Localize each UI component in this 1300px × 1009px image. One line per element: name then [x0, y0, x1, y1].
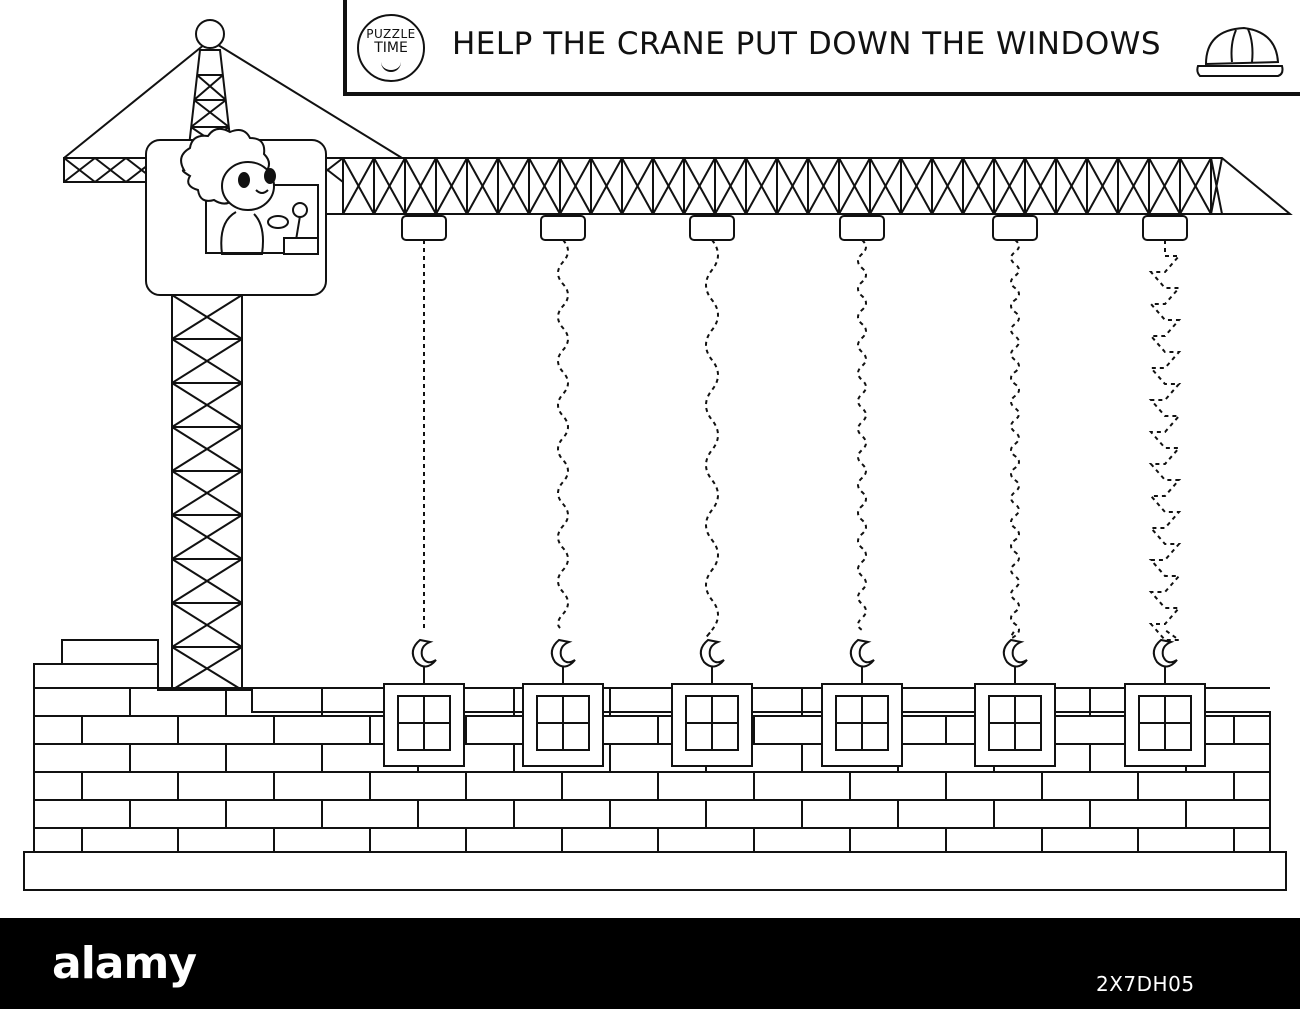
- window-icon: [522, 683, 604, 767]
- crane-worksheet-scene: [23, 19, 1293, 891]
- hook-trolley: [540, 215, 586, 241]
- hook-icon: [411, 638, 437, 668]
- crane-top-ball: [195, 19, 225, 49]
- crane-operator-icon: [180, 127, 319, 255]
- hook-guide-path: [705, 239, 719, 639]
- window-icon: [1124, 683, 1206, 767]
- puzzle-time-badge: PUZZLE TIME: [357, 14, 425, 82]
- crane-jib: [63, 157, 1293, 215]
- crane-cable-right: [209, 39, 403, 159]
- badge-smile: [381, 62, 401, 72]
- badge-line-1: PUZZLE: [366, 27, 416, 41]
- windows: [383, 683, 1206, 767]
- footer-brand: alamy: [52, 938, 197, 989]
- hook-trolley: [839, 215, 885, 241]
- hook-trolley: [992, 215, 1038, 241]
- hook-icon: [699, 638, 725, 668]
- window-icon: [974, 683, 1056, 767]
- footer-image-id: 2X7DH05: [1096, 972, 1195, 996]
- brick: [61, 639, 159, 665]
- window-icon: [671, 683, 753, 767]
- wall-base: [23, 851, 1287, 891]
- hook-guide-path: [1010, 239, 1020, 639]
- footer-bar: [0, 918, 1300, 1009]
- hook-guide-path: [1148, 240, 1183, 641]
- crane-cable-left: [63, 39, 211, 159]
- window-icon: [821, 683, 903, 767]
- hook-guide-path: [557, 239, 569, 631]
- hook-icon: [849, 638, 875, 668]
- badge-line-2: TIME: [374, 40, 408, 56]
- hook-icon: [1152, 638, 1178, 668]
- title-box: [343, 0, 1300, 96]
- hook-trolley: [401, 215, 447, 241]
- page-title: HELP THE CRANE PUT DOWN THE WINDOWS: [452, 26, 1162, 62]
- window-icon: [383, 683, 465, 767]
- hook-trolley: [689, 215, 735, 241]
- hook-icon: [550, 638, 576, 668]
- hook-guide-path: [857, 239, 867, 631]
- crane-tower: [171, 294, 243, 691]
- wall-outline: [33, 663, 1271, 853]
- hook-icon: [1002, 638, 1028, 668]
- hard-hat-icon: [1196, 26, 1284, 77]
- hook-paths: [401, 215, 1188, 684]
- hook-trolley: [1142, 215, 1188, 241]
